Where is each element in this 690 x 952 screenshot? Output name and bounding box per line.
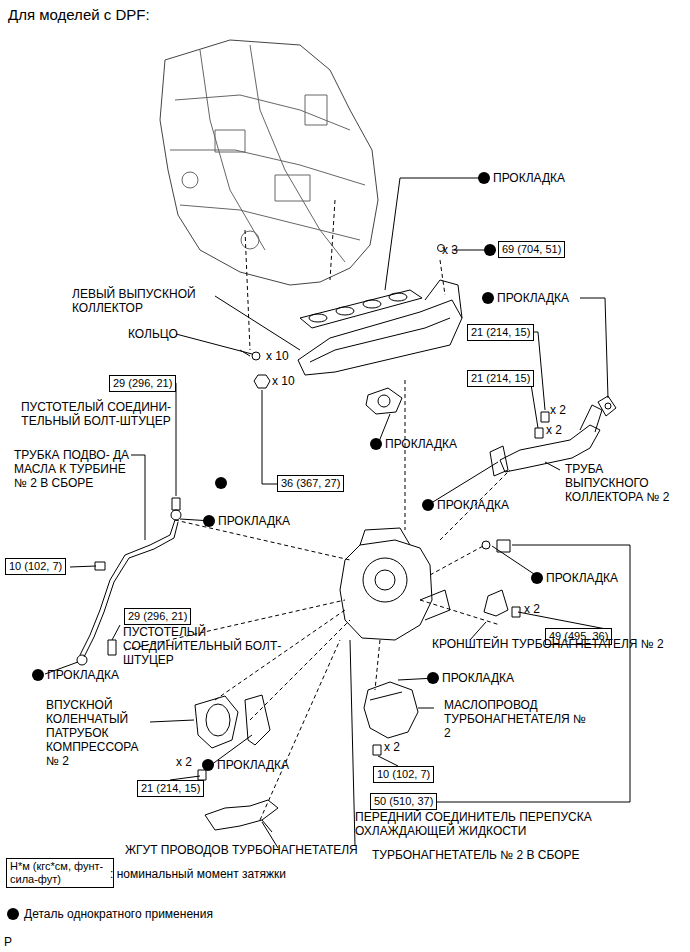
torque-value: 10 (102, 7) xyxy=(9,560,62,573)
diagram-title: Для моделей с DPF: xyxy=(8,6,150,24)
part-label: ВПУСКНОЙ КОЛЕНЧАТЫЙ ПАТРУБОК КОМПРЕССОРА… xyxy=(46,698,151,768)
part-label: ТРУБКА ПОДВО- ДА МАСЛА К ТУРБИНЕ № 2 В С… xyxy=(14,448,134,490)
part-label: ТРУБА ВЫПУСКНОГО КОЛЛЕКТОРА № 2 xyxy=(565,462,675,504)
torque-value: Н*м (кгс*см, фунт-сила-фут) xyxy=(10,860,110,886)
part-label: ПРОКЛАДКА xyxy=(47,668,119,682)
torque-value: 21 (214, 15) xyxy=(471,326,530,339)
part-label: ЖГУТ ПРОВОДОВ ТУРБОНАГНЕТАТЕЛЯ xyxy=(125,843,358,857)
single-use-mark xyxy=(7,172,543,920)
part-label: ПРОКЛАДКА xyxy=(437,498,509,512)
quantity-label: x 2 xyxy=(550,403,566,417)
quantity-label: x 10 xyxy=(272,374,295,388)
page-code: P xyxy=(4,935,12,949)
torque-value: 10 (102, 7) xyxy=(377,768,430,781)
part-label: ПРОКЛАДКА xyxy=(493,171,565,185)
part-label: ПРОКЛАДКА xyxy=(497,291,569,305)
part-label: КРОНШТЕЙН ТУРБОНАГНЕТАТЕЛЯ № 2 xyxy=(432,637,682,651)
quantity-label: x 2 xyxy=(176,755,192,769)
legend-unit-box: Н*м (кгс*см, фунт-сила-фут) xyxy=(6,858,114,888)
quantity-label: x 2 xyxy=(524,602,540,616)
legend-text: : номинальный момент затяжки xyxy=(110,867,286,881)
part-label: ПРОКЛАДКА xyxy=(385,437,457,451)
part-label: МАСЛОПРОВОД ТУРБОНАГНЕТАТЕЛЯ № 2 xyxy=(444,698,594,740)
torque-box: 10 (102, 7) xyxy=(373,766,434,783)
legend-text: Деталь однократного применения xyxy=(24,907,213,921)
part-label: ПРОКЛАДКА xyxy=(442,671,514,685)
part-label: ПУСТОТЕЛЫЙ СОЕДИНИ- ТЕЛЬНЫЙ БОЛТ-ШТУЦЕР xyxy=(16,400,176,428)
torque-box: 50 (510, 37) xyxy=(370,793,437,810)
torque-box: 36 (367, 27) xyxy=(277,475,344,492)
quantity-label: x 3 xyxy=(442,243,458,257)
torque-value: 36 (367, 27) xyxy=(281,477,340,490)
quantity-label: x 2 xyxy=(546,423,562,437)
torque-box: 29 (296, 21) xyxy=(109,375,176,392)
part-label: ЛЕВЫЙ ВЫПУСКНОЙ КОЛЛЕКТОР xyxy=(72,287,217,315)
quantity-label: x 2 xyxy=(384,740,400,754)
part-label: КОЛЬЦО xyxy=(128,327,178,341)
part-label: ПРОКЛАДКА xyxy=(218,514,290,528)
part-label: ТУРБОНАГНЕТАТЕЛЬ № 2 В СБОРЕ xyxy=(372,848,580,862)
part-label: ПУСТОТЕЛЫЙ СОЕДИНИТЕЛЬНЫЙ БОЛТ-ШТУЦЕР xyxy=(123,625,283,667)
torque-box: 21 (214, 15) xyxy=(467,370,534,387)
torque-box: 10 (102, 7) xyxy=(5,558,66,575)
torque-value: 21 (214, 15) xyxy=(471,372,530,385)
torque-box: 29 (296, 21) xyxy=(124,608,191,625)
torque-box: 69 (704, 51) xyxy=(498,241,565,258)
torque-value: 21 (214, 15) xyxy=(141,782,200,795)
torque-value: 50 (510, 37) xyxy=(374,795,433,808)
torque-value: 69 (704, 51) xyxy=(502,243,561,256)
torque-value: 29 (296, 21) xyxy=(113,377,172,390)
part-label: ПЕРЕДНИЙ СОЕДИНИТЕЛЬ ПЕРЕПУСКА ОХЛАЖДАЮЩ… xyxy=(355,810,655,838)
torque-box: 21 (214, 15) xyxy=(467,324,534,341)
quantity-label: x 10 xyxy=(266,349,289,363)
torque-value: 29 (296, 21) xyxy=(128,610,187,623)
part-label: ПРОКЛАДКА xyxy=(546,571,618,585)
torque-box: 21 (214, 15) xyxy=(137,780,204,797)
part-label: ПРОКЛАДКА xyxy=(217,758,289,772)
